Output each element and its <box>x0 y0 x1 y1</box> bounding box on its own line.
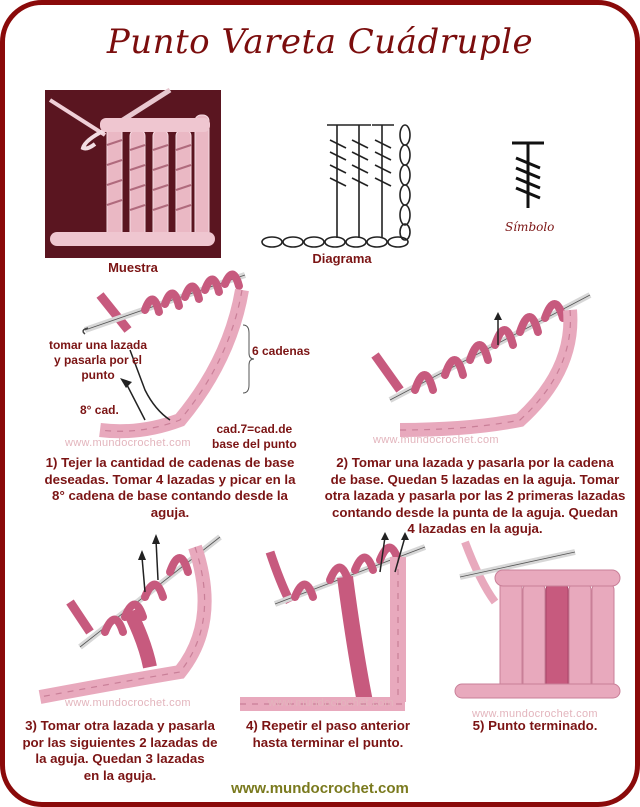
step-line: de base. Quedan 5 lazadas en la aguja. T… <box>330 471 620 487</box>
step-line: 2) Tomar una lazada y pasarla por la cad… <box>336 455 614 470</box>
simbolo-label: Símbolo <box>505 220 555 234</box>
footer-website-link[interactable]: www.mundocrochet.com <box>231 780 409 797</box>
step-line: por las siguientes 2 lazadas de <box>22 734 218 750</box>
annotation-line: cad.7=cad.de <box>216 422 293 436</box>
step1-illustration <box>82 270 255 439</box>
annotation-8-cad: 8° cad. <box>80 403 119 417</box>
annotation-cad7: cad.7=cad.de base del punto <box>212 422 297 452</box>
step-line: 3) Tomar otra lazada y pasarla <box>25 718 215 733</box>
watermark: www.mundocrochet.com <box>472 708 598 720</box>
annotation-line: base del punto <box>212 437 297 451</box>
muestra-photo <box>45 87 221 258</box>
watermark: www.mundocrochet.com <box>373 434 499 446</box>
step-line: 1) Tejer la cantidad de cadenas de base <box>45 455 295 470</box>
step5-illustration <box>454 540 621 699</box>
step-line: contando desde la punta de la aguja. Que… <box>332 504 618 520</box>
step-line: aguja. <box>150 504 190 520</box>
step-line: la aguja. Quedan 3 lazadas <box>35 751 205 766</box>
step-line: 4 lazadas en la aguja. <box>407 521 543 536</box>
simbolo-icon <box>512 141 544 208</box>
diagrama-chart <box>261 124 411 248</box>
annotation-line: tomar una lazada <box>48 338 148 352</box>
diagrama-label: Diagrama <box>312 251 372 266</box>
watermark: www.mundocrochet.com <box>65 697 191 709</box>
step4-text: 4) Repetir el paso anterior hasta termin… <box>228 718 428 751</box>
page-title: Punto Vareta Cuádruple <box>106 22 534 62</box>
annotation-tomar-lazada: tomar una lazada y pasarla por el punto <box>38 338 158 383</box>
step1-text: 1) Tejer la cantidad de cadenas de base … <box>25 455 315 521</box>
step-line: en la aguja. <box>83 767 157 783</box>
step-line: 8° cadena de base contando desde la <box>52 488 288 503</box>
step4-illustration <box>240 532 427 711</box>
step-line: hasta terminar el punto. <box>252 734 404 750</box>
step-line: deseadas. Tomar 4 lazadas y picar en la <box>44 471 296 487</box>
step2-illustration <box>371 292 592 437</box>
annotation-line: y pasarla por el <box>53 353 143 367</box>
watermark: www.mundocrochet.com <box>268 697 394 709</box>
annotation-6-cadenas: 6 cadenas <box>252 344 311 358</box>
step3-text: 3) Tomar otra lazada y pasarla por las s… <box>15 718 225 784</box>
step2-text: 2) Tomar una lazada y pasarla por la cad… <box>315 455 635 538</box>
step-line: 5) Punto terminado. <box>472 718 598 733</box>
step-line: 4) Repetir el paso anterior <box>245 718 411 733</box>
annotation-line: punto <box>81 368 115 382</box>
muestra-label: Muestra <box>108 260 158 275</box>
watermark: www.mundocrochet.com <box>65 437 191 449</box>
step3-illustration <box>38 534 222 704</box>
step5-text: 5) Punto terminado. <box>450 718 620 735</box>
step-line: otra lazada y pasarla por las 2 primeras… <box>324 488 626 503</box>
